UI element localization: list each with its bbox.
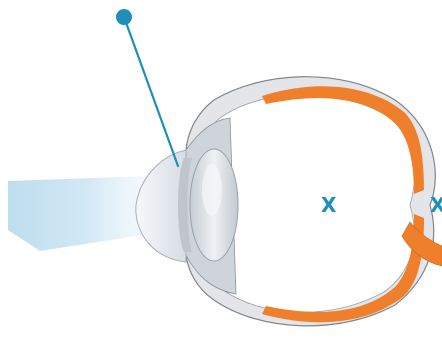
light-beam-incoming xyxy=(8,176,150,251)
focus-mark-x-2: X xyxy=(430,193,442,217)
focus-mark-x-1: X xyxy=(321,193,337,217)
pointer-pin-icon xyxy=(116,9,132,25)
lens-highlight xyxy=(202,164,222,216)
pointer-line xyxy=(124,17,178,166)
